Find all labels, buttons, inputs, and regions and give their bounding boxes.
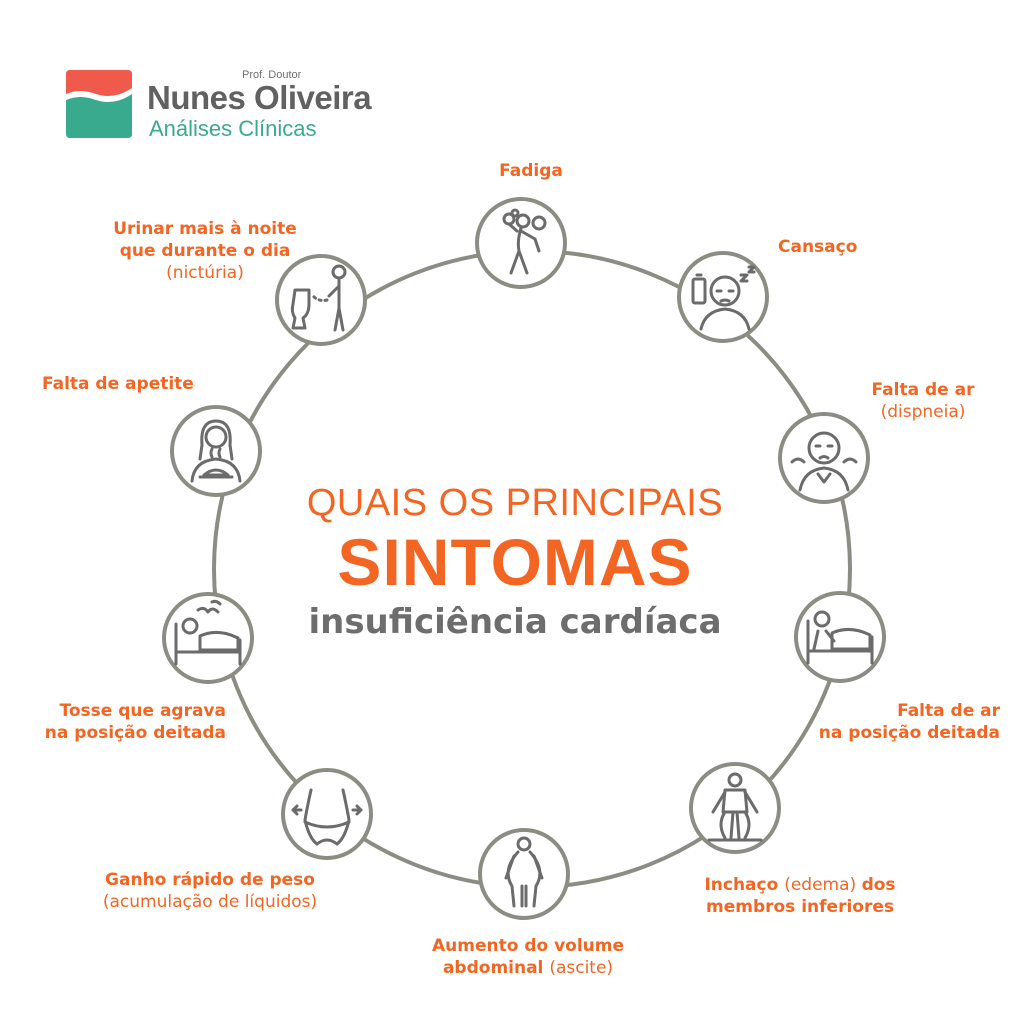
title-line-3: insuficiência cardíaca	[308, 602, 722, 642]
symptom-label-line: abdominal (ascite)	[408, 957, 648, 979]
waist-weight-gain-icon	[281, 768, 373, 860]
symptom-label-line: Cansaço	[778, 236, 938, 258]
brand-name: Nunes Oliveira	[147, 79, 372, 116]
symptom-label-text: Falta de ar	[897, 701, 1000, 721]
symptom-label-line: (dispneia)	[838, 401, 1008, 423]
symptom-label-text: Fadiga	[499, 161, 563, 181]
symptom-label-text: na posição deitada	[818, 723, 1000, 743]
symptom-label-text: (ascite)	[549, 958, 614, 978]
symptom-label-text: Inchaço	[704, 875, 785, 895]
swollen-legs-icon	[689, 762, 781, 854]
wind-up-tired-person-icon	[475, 197, 567, 289]
symptom-label-line: (acumulação de líquidos)	[60, 891, 360, 913]
symptom-label-line: Falta de ar	[838, 379, 1008, 401]
symptom-label-line: Tosse que agrava	[20, 700, 226, 722]
center-title: QUAIS OS PRINCIPAIS SINTOMAS insuficiênc…	[265, 480, 765, 642]
symptom-label-fadiga: Fadiga	[431, 160, 631, 182]
symptom-label-line: membros inferiores	[660, 896, 940, 918]
symptom-label-line: Fadiga	[431, 160, 631, 182]
symptom-label-line: que durante o dia	[95, 240, 315, 262]
symptom-label-text: membros inferiores	[705, 897, 894, 917]
symptom-label-text: na posição deitada	[44, 723, 226, 743]
coughing-in-bed-icon	[162, 592, 254, 684]
symptom-label-text: (nictúria)	[166, 263, 244, 283]
symptom-label-line: na posição deitada	[790, 722, 1000, 744]
symptom-label-line: Falta de apetite	[42, 373, 242, 395]
symptom-label-text: Urinar mais à noite	[113, 219, 297, 239]
brand-subtitle: Análises Clínicas	[149, 116, 317, 141]
symptom-label-text: Ganho rápido de peso	[105, 870, 315, 890]
symptom-label-line: na posição deitada	[20, 722, 226, 744]
symptom-label-ganho-peso: Ganho rápido de peso(acumulação de líqui…	[60, 869, 360, 913]
breathless-person-icon	[778, 412, 870, 504]
brand-mark-icon	[66, 70, 132, 138]
symptom-label-apetite: Falta de apetite	[42, 373, 242, 395]
symptom-label-dispneia: Falta de ar(dispneia)	[838, 379, 1008, 423]
title-line-1: QUAIS OS PRINCIPAIS	[306, 482, 724, 524]
woman-no-appetite-icon	[170, 405, 262, 497]
symptom-label-text: Aumento do volume	[431, 936, 625, 956]
tired-battery-zzz-icon	[677, 251, 769, 343]
swollen-abdomen-icon	[478, 828, 570, 920]
symptom-label-line: Falta de ar	[790, 700, 1000, 722]
symptom-label-text: (dispneia)	[880, 402, 966, 422]
symptom-label-text: que durante o dia	[119, 241, 291, 261]
symptom-label-text: (edema)	[784, 875, 862, 895]
symptom-label-text: Falta de apetite	[42, 374, 194, 394]
symptom-label-line: Inchaço (edema) dos	[660, 874, 940, 896]
symptom-label-text: (acumulação de líquidos)	[102, 892, 318, 912]
person-in-bed-icon	[794, 591, 886, 683]
symptom-label-text: dos	[861, 875, 896, 895]
title-line-2: SINTOMAS	[337, 525, 693, 599]
symptom-label-text: Falta de ar	[871, 380, 975, 400]
symptom-label-line: Urinar mais à noite	[95, 218, 315, 240]
symptom-label-text: Tosse que agrava	[59, 701, 226, 721]
symptom-label-line: Aumento do volume	[408, 935, 648, 957]
urinating-toilet-icon	[275, 254, 367, 346]
symptom-label-text: abdominal	[442, 958, 550, 978]
brand-logo: Prof. Doutor Nunes Oliveira Análises Clí…	[66, 66, 406, 142]
symptom-label-cansaco: Cansaço	[778, 236, 938, 258]
brand-prefix: Prof. Doutor	[242, 69, 302, 81]
symptom-label-line: Ganho rápido de peso	[60, 869, 360, 891]
symptom-label-text: Cansaço	[778, 237, 858, 257]
symptom-label-line: (nictúria)	[95, 262, 315, 284]
